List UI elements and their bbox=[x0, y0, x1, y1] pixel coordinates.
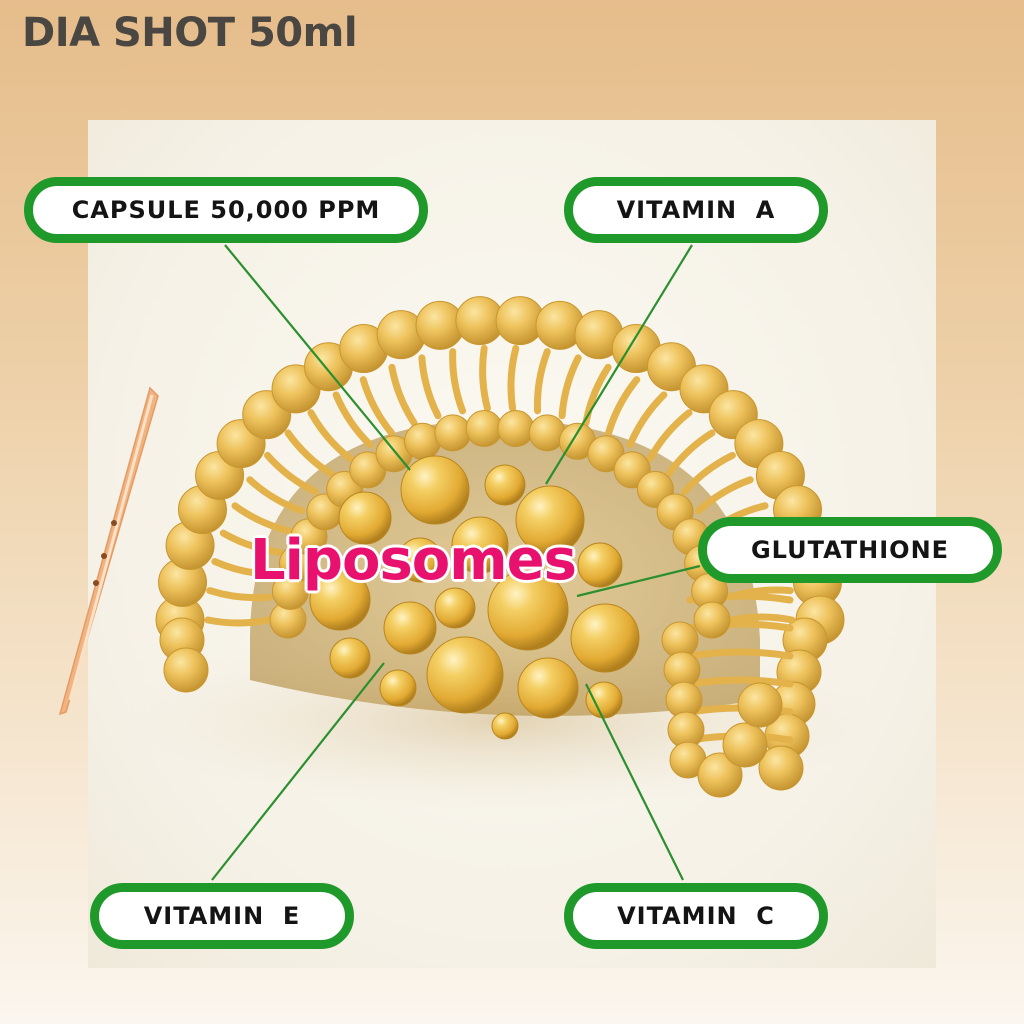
cargo-sphere bbox=[383, 601, 437, 655]
lipid-tail bbox=[507, 344, 520, 412]
lipid-head bbox=[434, 414, 472, 452]
lipid-tail bbox=[206, 587, 273, 602]
cargo-sphere bbox=[487, 569, 569, 651]
cargo-sphere bbox=[577, 542, 623, 588]
cargo-sphere bbox=[309, 569, 371, 631]
cargo-sphere bbox=[329, 637, 371, 679]
vitamin-a-callout: VITAMIN A bbox=[564, 177, 828, 243]
lipid-tail bbox=[231, 502, 293, 535]
vitamin-c-callout: VITAMIN C bbox=[564, 883, 828, 949]
outer-lipid-layer bbox=[155, 296, 845, 791]
inner-lipid-layer bbox=[269, 410, 783, 798]
lipid-tails bbox=[204, 344, 796, 744]
encapsulated-spheres bbox=[309, 455, 640, 740]
needle-icon bbox=[58, 386, 159, 716]
lipid-head bbox=[163, 647, 209, 693]
lipid-head bbox=[465, 410, 503, 448]
lipid-head bbox=[693, 601, 731, 639]
lipid-tail bbox=[646, 409, 693, 462]
lipid-tail bbox=[605, 376, 641, 437]
lipid-tail bbox=[664, 429, 716, 478]
cargo-sphere bbox=[379, 669, 417, 707]
vitamin-e-callout: VITAMIN E bbox=[90, 883, 354, 949]
lipid-head bbox=[758, 745, 804, 791]
lipid-head bbox=[722, 722, 768, 768]
liposomes-label: Liposomes bbox=[250, 528, 577, 593]
lipid-tail bbox=[418, 354, 442, 420]
lipid-tail bbox=[686, 648, 794, 660]
lipid-head bbox=[737, 682, 783, 728]
leader-line-vitamin-e bbox=[211, 662, 385, 881]
lipid-tail bbox=[246, 476, 305, 515]
lipid-tail bbox=[479, 344, 491, 412]
lipid-tail bbox=[211, 558, 277, 578]
lipid-tail bbox=[219, 529, 284, 556]
page-title: DIA SHOT 50ml bbox=[22, 10, 358, 56]
lipid-tail bbox=[307, 409, 354, 462]
cargo-sphere bbox=[434, 587, 476, 629]
lipid-tail bbox=[626, 391, 668, 449]
leader-line-glutathione bbox=[576, 564, 701, 598]
capsule-callout: CAPSULE 50,000 PPM bbox=[24, 177, 428, 243]
cargo-sphere bbox=[491, 712, 519, 740]
lipid-tail bbox=[359, 376, 395, 437]
cargo-sphere bbox=[397, 537, 443, 583]
leader-line-vitamin-c bbox=[585, 683, 684, 881]
lipid-tail bbox=[332, 391, 374, 449]
cargo-sphere bbox=[426, 636, 504, 714]
lipid-tail bbox=[204, 616, 272, 627]
cargo-sphere bbox=[484, 464, 526, 506]
lipid-tail bbox=[449, 348, 466, 415]
cargo-sphere bbox=[585, 681, 623, 719]
leader-line-vitamin-a bbox=[545, 244, 693, 485]
cargo-sphere bbox=[451, 516, 509, 574]
lipid-tail bbox=[264, 451, 319, 496]
glutathione-callout: GLUTATHIONE bbox=[698, 517, 1002, 583]
lipid-head bbox=[497, 410, 535, 448]
lipid-tail bbox=[388, 363, 418, 427]
lipid-tail bbox=[686, 676, 794, 688]
cargo-sphere bbox=[338, 491, 392, 545]
cargo-sphere bbox=[570, 603, 640, 673]
cargo-sphere bbox=[400, 455, 470, 525]
lipid-tail bbox=[695, 476, 754, 515]
cargo-sphere bbox=[517, 657, 579, 719]
lipid-head bbox=[697, 752, 743, 798]
lipid-tail bbox=[681, 451, 736, 496]
lipid-tail bbox=[533, 348, 551, 415]
lipid-tail bbox=[284, 429, 336, 478]
leader-line-capsule bbox=[224, 244, 411, 471]
cargo-sphere bbox=[515, 485, 585, 555]
lipid-tail bbox=[728, 613, 796, 624]
lipid-tail bbox=[558, 354, 582, 420]
